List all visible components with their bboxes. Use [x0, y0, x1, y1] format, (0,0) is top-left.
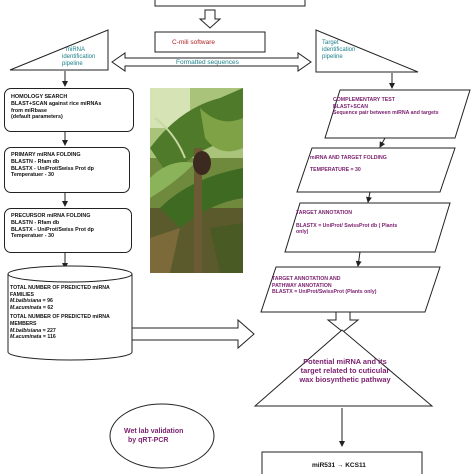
- members-title-2: MEMBERS: [10, 320, 37, 327]
- primary-line-2: BLASTX - UniProt/Swiss Prot dp: [11, 165, 94, 172]
- families-row-1: M.balbisiana = 96: [10, 298, 110, 305]
- complementary-title: COMPLEMENTARY TEST: [333, 97, 395, 103]
- result-text: Potential miRNA and its target related t…: [290, 357, 400, 384]
- wetlab-line-2: by qRT-PCR: [128, 436, 169, 444]
- primary-folding-box: PRIMARY miRNA FOLDING BLASTN - Rfam db B…: [4, 147, 130, 193]
- homology-line-1: BLAST+SCAN against rice miRNAs: [11, 100, 102, 107]
- members-title-1: TOTAL NUMBER OF PREDICTED miRNA: [10, 314, 110, 321]
- precursor-title: PRECURSOR miRNA FOLDING: [11, 213, 91, 219]
- pathway-line-2: BLASTX = UniProt/SwissProt (Plants only): [272, 289, 377, 295]
- members-row-2: M.acuminata = 116: [10, 334, 110, 341]
- primary-line-3: Temperatuer - 30: [11, 172, 55, 179]
- right-pipeline-label: Target identification pipeline: [322, 40, 355, 61]
- homology-line-3: (default parameters): [11, 114, 63, 121]
- wetlab-text: Wet lab validation by qRT-PCR: [124, 428, 204, 445]
- result-line-1: Potential miRNA and its: [303, 357, 387, 366]
- folding-title: miRNA AND TARGET FOLDING: [310, 155, 387, 161]
- precursor-folding-box: PRECURSOR miRNA FOLDING BLASTN - Rfam db…: [4, 208, 132, 253]
- right-pipeline-line-2: identification: [322, 47, 356, 53]
- families-value-2: = 62: [42, 304, 54, 311]
- members-value-2: = 116: [42, 334, 56, 341]
- right-para-4: [260, 266, 441, 313]
- pathway-annotation-text: TARGET ANNOTATION AND PATHWAY ANNOTATION…: [272, 276, 377, 296]
- left-pipeline-triangle: [9, 29, 109, 71]
- annotation-line-2: only): [296, 229, 309, 235]
- result-line-3: wax biosynthetic pathway: [299, 375, 391, 384]
- result-triangle: [253, 329, 434, 407]
- homology-line-2: from miRbase: [11, 107, 47, 114]
- wetlab-line-1: Wet lab validation: [124, 428, 184, 435]
- database-text: TOTAL NUMBER OF PREDICTED miRNA FAMILIES…: [10, 285, 110, 341]
- left-pipeline-label: miRNA identification pipeline: [62, 47, 95, 68]
- right-pipeline-line-1: Target: [322, 40, 339, 46]
- final-result-label: miR531 → KCS11: [312, 462, 366, 469]
- primary-line-1: BLASTN - Rfam db: [11, 158, 60, 165]
- software-box-frame: [154, 31, 266, 53]
- precursor-line-3: Temperatuer - 30: [11, 233, 55, 240]
- families-title-1: TOTAL NUMBER OF PREDICTED miRNA: [10, 285, 110, 291]
- members-species-1: M.balbisiana: [10, 327, 42, 334]
- members-value-1: = 227: [42, 327, 56, 334]
- annotation-title: TARGET ANNOTATION: [296, 210, 352, 216]
- pathway-title: TARGET ANNOTATION AND: [272, 276, 341, 282]
- final-box: [261, 451, 423, 474]
- left-pipeline-line-2: identification: [62, 54, 96, 60]
- families-value-1: = 96: [42, 298, 53, 305]
- families-title-2: FAMILIES: [10, 291, 34, 298]
- complementary-line-1: BLAST+SCAN: [333, 103, 369, 110]
- formatted-sequences-label: Formatted sequences: [176, 59, 239, 66]
- homology-title: HOMOLOGY SEARCH: [11, 94, 68, 100]
- target-to-result-arrow: [326, 311, 360, 333]
- software-label: C-mili software: [172, 39, 215, 46]
- right-para-1: [324, 89, 471, 139]
- homology-search-box: HOMOLOGY SEARCH BLAST+SCAN against rice …: [4, 88, 134, 132]
- complementary-line-2: Sequence pair between miRNA and targets: [333, 110, 439, 116]
- pathway-line-1: PATHWAY ANNOTATION: [272, 282, 332, 289]
- complementary-test-text: COMPLEMENTARY TEST BLAST+SCAN Sequence p…: [333, 97, 439, 117]
- down-arrow-top: [198, 9, 222, 29]
- right-para-2: [296, 147, 456, 193]
- folding-line-1: TEMPERATURE = 30: [310, 166, 361, 173]
- families-species-2: M.acuminata: [10, 304, 42, 311]
- right-para-3: [284, 202, 451, 253]
- banana-plant-photo: [150, 88, 243, 273]
- double-arrow: [111, 52, 312, 72]
- precursor-line-1: BLASTN - Rfam db: [11, 219, 60, 226]
- right-pipeline-triangle: [315, 29, 419, 73]
- target-annotation-text: TARGET ANNOTATION BLASTX = UniProt/ Swis…: [296, 210, 397, 236]
- primary-title: PRIMARY miRNA FOLDING: [11, 152, 81, 158]
- families-row-2: M.acuminata = 62: [10, 305, 110, 312]
- db-to-result-arrow: [131, 318, 255, 350]
- families-species-1: M.balbisiana: [10, 298, 42, 305]
- wetlab-circle: [109, 403, 215, 469]
- input-box: [154, 0, 306, 7]
- members-species-2: M.acuminata: [10, 334, 42, 341]
- members-row-1: M.balbisiana = 227: [10, 328, 110, 335]
- annotation-line-1: BLASTX = UniProt/ SwissProt db ( Plants: [296, 222, 398, 229]
- mirna-target-folding-text: miRNA AND TARGET FOLDING TEMPERATURE = 3…: [310, 155, 387, 173]
- left-pipeline-line-1: miRNA: [66, 47, 85, 53]
- precursor-line-2: BLASTX - UniProt/Swiss Prot dp: [11, 226, 94, 233]
- database-cylinder: [7, 274, 133, 361]
- result-line-2: target related to cuticular: [300, 366, 390, 375]
- right-pipeline-line-3: pipeline: [322, 54, 343, 60]
- left-pipeline-line-3: pipeline: [62, 61, 83, 67]
